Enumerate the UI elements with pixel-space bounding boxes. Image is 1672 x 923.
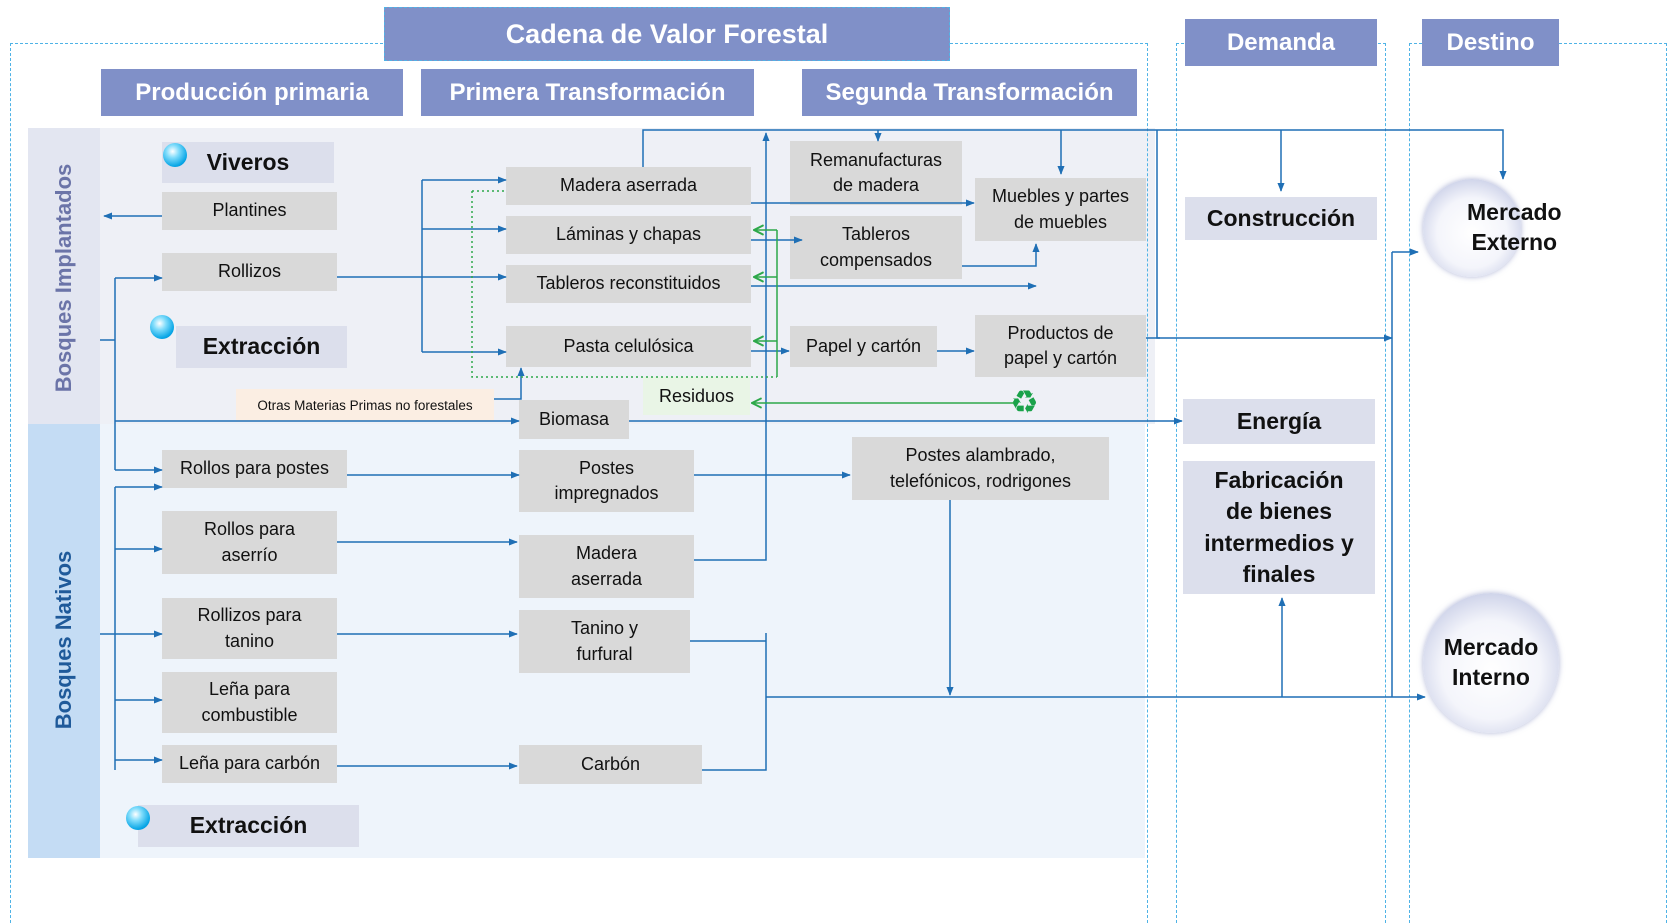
header-destino: Destino — [1422, 19, 1559, 66]
box-lena-carbon: Leña para carbón — [162, 745, 337, 783]
box-extraccion-nativos: Extracción — [138, 805, 359, 847]
box-productos-papel-carton: Productos de papel y cartón — [975, 315, 1146, 377]
box-lena-combustible: Leña para combustible — [162, 672, 337, 733]
box-tableros-reconstituidos: Tableros reconstituidos — [506, 265, 751, 303]
box-papel-carton: Papel y cartón — [790, 326, 937, 367]
box-biomasa: Biomasa — [519, 400, 629, 439]
box-rollos-postes: Rollos para postes — [162, 450, 347, 488]
edge-compensados-to-muebles — [962, 243, 1040, 267]
edge-madera-nativa-up — [694, 132, 770, 561]
edge-top-bus — [642, 129, 1507, 180]
box-plantines: Plantines — [162, 192, 337, 230]
band-label-implantados-bg — [28, 128, 100, 424]
box-fabricacion: Fabricación de bienes intermedios y fina… — [1183, 461, 1375, 594]
circle-mercado-interno: Mercado Interno — [1423, 593, 1559, 733]
box-madera-aserrada-nativos: Madera aserrada — [519, 535, 694, 598]
bullet-viveros-icon — [163, 143, 187, 167]
box-rollizos: Rollizos — [162, 253, 337, 291]
box-extraccion-implantados: Extracción — [176, 326, 347, 368]
box-residuos: Residuos — [643, 377, 750, 415]
box-construccion: Construcción — [1185, 197, 1377, 240]
box-muebles: Muebles y partes de muebles — [975, 178, 1146, 241]
box-rollos-aserrio: Rollos para aserrío — [162, 511, 337, 574]
box-postes-alambrado: Postes alambrado, telefónicos, rodrigone… — [852, 437, 1109, 500]
recycle-icon: ♻ — [1010, 384, 1039, 420]
header-segunda-transformacion: Segunda Transformación — [802, 69, 1137, 116]
box-rollizos-tanino: Rollizos para tanino — [162, 598, 337, 659]
box-carbon: Carbón — [519, 745, 702, 784]
band-label-nativos-bg — [28, 424, 100, 858]
diagram-title: Cadena de Valor Forestal — [384, 7, 950, 61]
edge-otras-to-pasta — [494, 367, 525, 400]
header-produccion-primaria: Producción primaria — [101, 69, 403, 116]
bullet-extraccion-implantados-icon — [150, 315, 174, 339]
box-postes-impregnados: Postes impregnados — [519, 450, 694, 512]
box-energia: Energía — [1183, 399, 1375, 444]
box-remanufacturas: Remanufacturas de madera — [790, 141, 962, 205]
box-pasta-celulosica: Pasta celulósica — [506, 326, 751, 367]
edge-bus-down — [1156, 130, 1393, 342]
box-tanino-furfural: Tanino y furfural — [519, 610, 690, 673]
header-primera-transformacion: Primera Transformación — [421, 69, 754, 116]
edge-recycle-dotted-frame — [471, 190, 777, 378]
box-madera-aserrada: Madera aserrada — [506, 167, 751, 205]
edge-rollizos-bus — [337, 180, 423, 352]
box-viveros: Viveros — [162, 142, 334, 183]
box-tableros-compensados: Tableros compensados — [790, 216, 962, 279]
bullet-extraccion-nativos-icon — [126, 806, 150, 830]
header-demanda: Demanda — [1185, 19, 1377, 66]
box-laminas-chapas: Láminas y chapas — [506, 216, 751, 254]
box-otras-materias-primas: Otras Materias Primas no forestales — [236, 389, 494, 421]
edge-tanino-bracket — [690, 633, 767, 771]
